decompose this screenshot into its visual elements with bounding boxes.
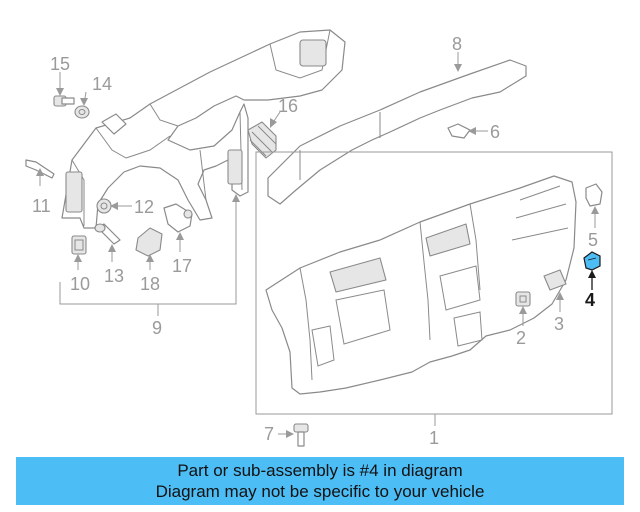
callout-10: 10 <box>70 274 90 294</box>
caption-line-2: Diagram may not be specific to your vehi… <box>155 482 485 501</box>
callout-2: 2 <box>516 328 526 348</box>
clip-part-4 <box>583 251 601 271</box>
grommet-part-12 <box>96 198 112 214</box>
callout-18: 18 <box>140 274 160 294</box>
mesh-bracket-part-16 <box>247 121 277 159</box>
callout-3: 3 <box>554 314 564 334</box>
callout-4: 4 <box>585 290 595 310</box>
caption-line-1: Part or sub-assembly is #4 in diagram <box>177 461 463 480</box>
callout-12: 12 <box>134 197 154 217</box>
nut-part-14 <box>74 105 90 119</box>
clip-part-6 <box>447 123 471 139</box>
callout-9: 9 <box>152 318 162 338</box>
clip-part-5 <box>585 183 603 207</box>
callout-6: 6 <box>490 122 500 142</box>
bracket-part-18 <box>135 227 163 257</box>
callout-15: 15 <box>50 54 70 74</box>
bracket-part-10 <box>71 235 87 255</box>
group-bracket-9 <box>59 196 237 305</box>
insulator-part-8 <box>267 59 527 205</box>
trim-part-2 <box>515 291 531 307</box>
group-box-1 <box>255 151 613 415</box>
callout-numbers: 15 14 11 12 10 13 18 17 16 9 8 6 5 4 3 2… <box>32 34 598 448</box>
caption-banner: Part or sub-assembly is #4 in diagram Di… <box>16 457 624 505</box>
callout-13: 13 <box>104 266 124 286</box>
bolt-part-13 <box>94 223 121 245</box>
callout-5: 5 <box>588 230 598 250</box>
bracket-part-17 <box>163 203 193 233</box>
callout-16: 16 <box>278 96 298 116</box>
vent-part-3 <box>543 269 567 291</box>
leader-lines <box>36 52 599 438</box>
bolt-part-15 <box>53 95 75 107</box>
callout-1: 1 <box>429 428 439 448</box>
callout-7: 7 <box>264 424 274 444</box>
callout-14: 14 <box>92 74 112 94</box>
bolt-part-7 <box>293 423 309 447</box>
cross-car-beam <box>61 29 346 229</box>
callout-11: 11 <box>32 196 51 216</box>
parts-diagram: 15 14 11 12 10 13 18 17 16 9 8 6 5 4 3 2… <box>25 29 613 448</box>
callout-17: 17 <box>172 256 192 276</box>
callout-8: 8 <box>452 34 462 54</box>
instrument-panel-part-1 <box>265 175 577 395</box>
